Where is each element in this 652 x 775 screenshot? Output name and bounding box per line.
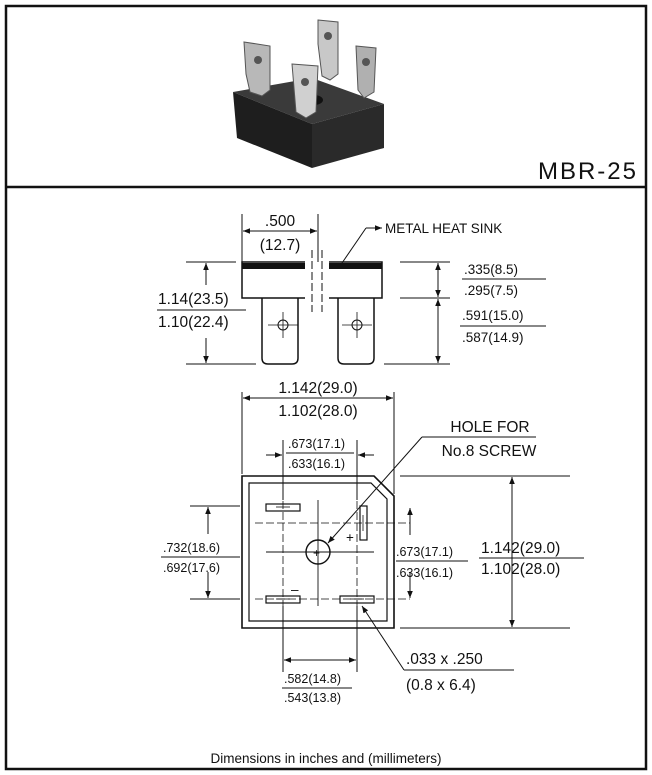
heat-sink-label: METAL HEAT SINK: [385, 221, 502, 236]
lead-h-min: .587(14.9): [462, 330, 524, 345]
part-number: MBR-25: [538, 158, 638, 185]
hole-label-2: No.8 SCREW: [442, 443, 537, 460]
hole-plus: +: [313, 546, 320, 560]
terminal-plus: +: [346, 530, 354, 545]
lead-left: [261, 298, 299, 365]
side-view: .500 (12.7) METAL HEAT SINK 1.14(23.5) 1…: [157, 213, 546, 365]
lead-h-max: .591(15.0): [462, 308, 524, 323]
body-inner: [248, 482, 388, 622]
top-view: + + – 1.142(29.0) 1.102(28.0) .673(17.1)…: [161, 380, 584, 705]
width-in: .500: [265, 213, 296, 230]
hole-label-1: HOLE FOR: [450, 419, 529, 436]
top-width-max: 1.142(29.0): [278, 380, 357, 397]
width-mm: (12.7): [260, 237, 301, 254]
left-h-max: .732(18.6): [163, 541, 220, 555]
body-h-min: .295(7.5): [464, 283, 518, 298]
terminal-size-mm: (0.8 x 6.4): [406, 677, 476, 694]
center-gap: [305, 258, 329, 304]
top-height-min: 1.102(28.0): [481, 561, 560, 578]
outer-frame: [4, 4, 648, 771]
overall-h-min: 1.10(22.4): [158, 314, 229, 331]
bottom-w-min: .543(13.8): [284, 691, 341, 705]
bottom-w-max: .582(14.8): [284, 672, 341, 686]
footer-note: Dimensions in inches and (millimeters): [210, 751, 441, 766]
term-y-min: .633(16.1): [396, 566, 453, 580]
product-photo: [233, 19, 384, 168]
body-h-max: .335(8.5): [464, 262, 518, 277]
term-y-max: .673(17.1): [396, 545, 453, 559]
body-outer: [241, 475, 395, 629]
top-height-max: 1.142(29.0): [481, 540, 560, 557]
terminal-minus: –: [291, 582, 299, 597]
terminal-size-in: .033 x .250: [406, 651, 483, 668]
lead-right: [337, 298, 375, 365]
left-h-min: .692(17.6): [163, 561, 220, 575]
top-width-min: 1.102(28.0): [278, 403, 357, 420]
term-x-max: .673(17.1): [288, 437, 345, 451]
overall-h-max: 1.14(23.5): [158, 291, 229, 308]
term-x-min: .633(16.1): [288, 457, 345, 471]
